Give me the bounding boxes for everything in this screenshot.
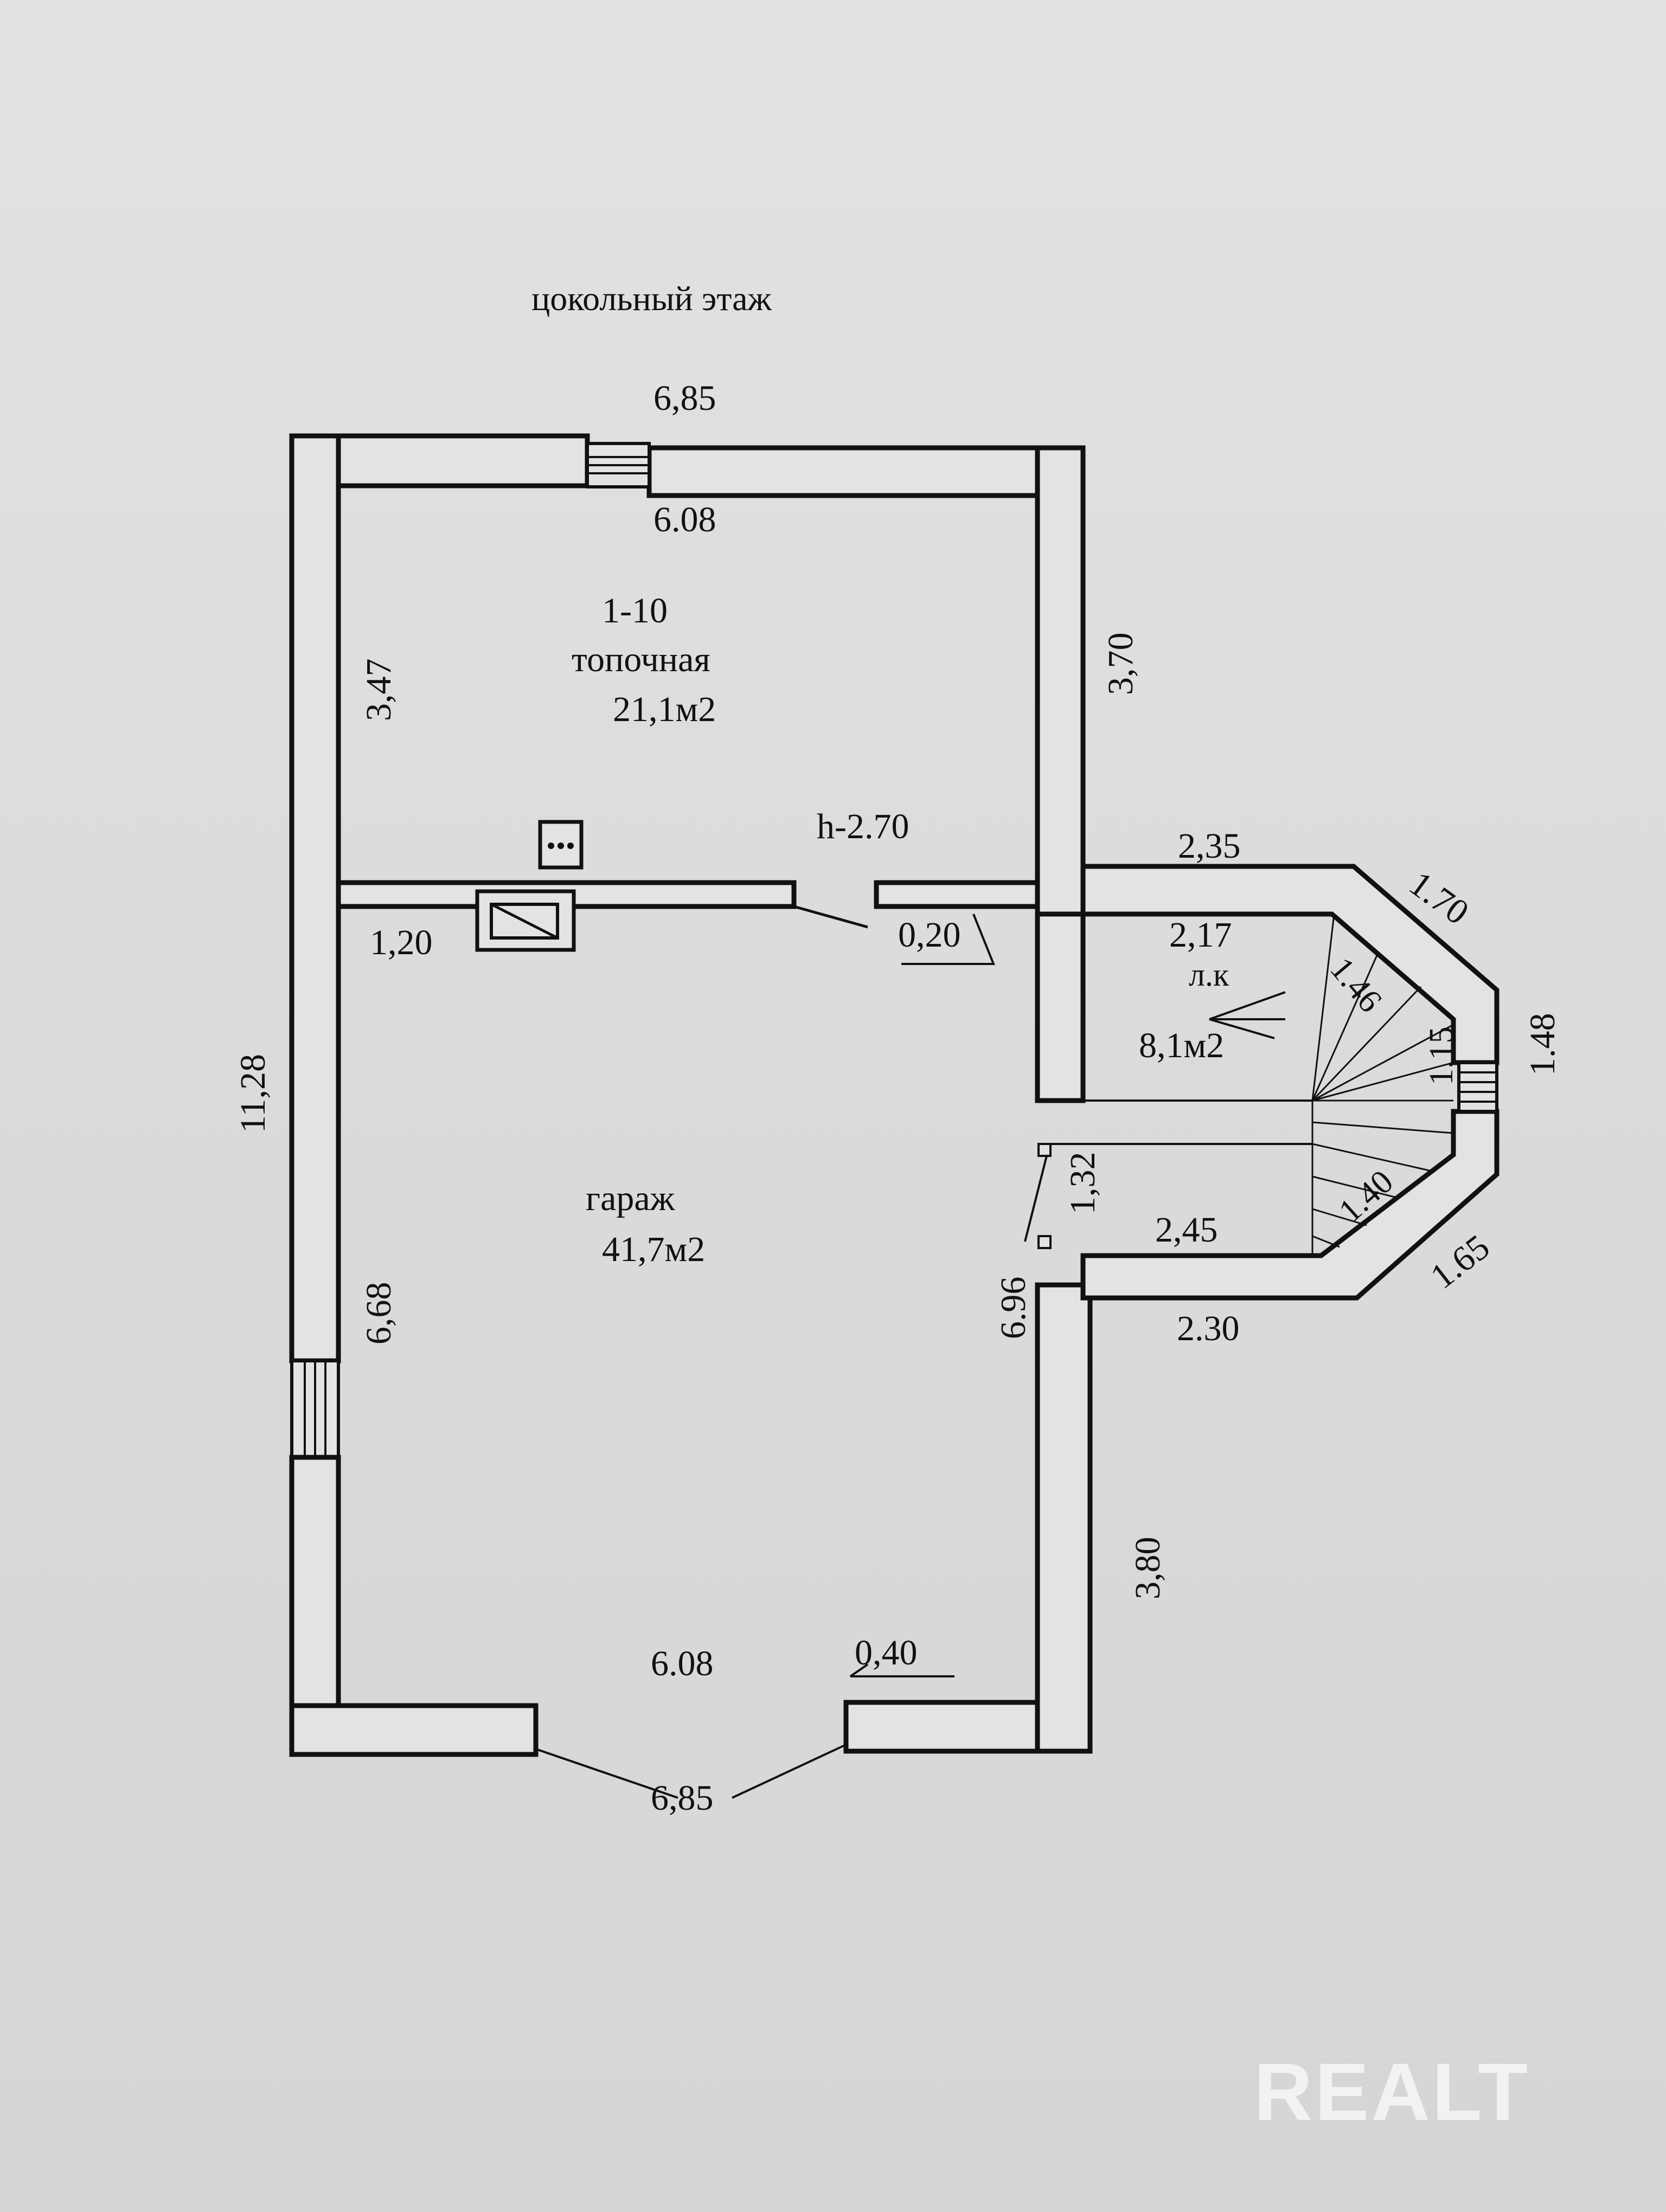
bottom-wall-left bbox=[289, 1703, 539, 1757]
left-wall-upper bbox=[289, 433, 341, 1364]
partition-right bbox=[874, 880, 1040, 909]
dim-annex-diag-bottom: 1.65 bbox=[1423, 1227, 1497, 1297]
dim-left-outer: 11,28 bbox=[233, 1054, 273, 1133]
dim-right-upper: 3,70 bbox=[1101, 633, 1140, 696]
dim-annex-top: 2,35 bbox=[1178, 826, 1241, 866]
dim-bottom-inner: 6.08 bbox=[651, 1644, 714, 1683]
realt-watermark-logo: REALT bbox=[1254, 2046, 1530, 2137]
door-post-top bbox=[1037, 1143, 1052, 1157]
stove-icon bbox=[538, 820, 584, 870]
dim-annex-inner-bottom: 2,45 bbox=[1155, 1210, 1218, 1250]
ceiling-height: h-2.70 bbox=[817, 807, 909, 846]
top-window bbox=[586, 442, 651, 488]
gate-offset-tick bbox=[849, 1663, 869, 1677]
staircase bbox=[1311, 914, 1454, 1256]
dim-top-inner: 6.08 bbox=[653, 500, 716, 539]
boiler-room-area: 21,1м2 bbox=[613, 690, 716, 729]
dim-bottom-outer: 6,85 bbox=[651, 1778, 714, 1818]
stair-arrow-icon bbox=[1209, 991, 1286, 1039]
stair-width: 2,17 bbox=[1169, 915, 1232, 955]
door-leader bbox=[901, 914, 995, 965]
boiler-room-name: топочная bbox=[572, 640, 710, 679]
dim-top-outer: 6,85 bbox=[653, 378, 716, 418]
dim-right-inner: 6.96 bbox=[994, 1277, 1033, 1340]
dim-right-lower: 3,80 bbox=[1128, 1537, 1168, 1600]
dim-left-lower-inner: 6,68 bbox=[359, 1282, 399, 1345]
dim-annex-bottom: 2.30 bbox=[1177, 1309, 1240, 1348]
dim-passage-width: 1,32 bbox=[1063, 1152, 1103, 1215]
stair-room-name: л.к bbox=[1189, 957, 1229, 993]
stair-room-area: 8,1м2 bbox=[1139, 1026, 1224, 1065]
garage-area: 41,7м2 bbox=[602, 1230, 705, 1269]
annex-partition bbox=[1035, 911, 1086, 1103]
gate-line-right bbox=[732, 1744, 847, 1799]
dim-annex-diag-inner-top: 1.46 bbox=[1323, 950, 1389, 1019]
passage-door-swing bbox=[1024, 1155, 1048, 1242]
dim-left-upper-inner: 3,47 bbox=[359, 659, 399, 722]
door-post-bottom bbox=[1037, 1235, 1052, 1249]
left-window bbox=[290, 1359, 340, 1459]
dim-gate-offset: 0,40 bbox=[855, 1633, 918, 1673]
gate-line-left bbox=[535, 1748, 678, 1799]
garage-name: гараж bbox=[586, 1179, 675, 1218]
boiler-icon bbox=[475, 889, 576, 952]
page-title: цокольный этаж bbox=[531, 279, 772, 318]
top-wall-right bbox=[646, 445, 1086, 498]
dim-annex-right-outer: 1.48 bbox=[1523, 1013, 1562, 1076]
dim-annex-right-inner: 1.15 bbox=[1423, 1027, 1460, 1086]
right-wall-lower bbox=[1035, 1282, 1093, 1754]
door-swing bbox=[793, 905, 868, 929]
dim-partition-left: 1,20 bbox=[370, 923, 433, 962]
annex-window bbox=[1457, 1061, 1498, 1113]
dim-door-width: 0,20 bbox=[898, 915, 961, 955]
boiler-room-number: 1-10 bbox=[602, 591, 668, 631]
